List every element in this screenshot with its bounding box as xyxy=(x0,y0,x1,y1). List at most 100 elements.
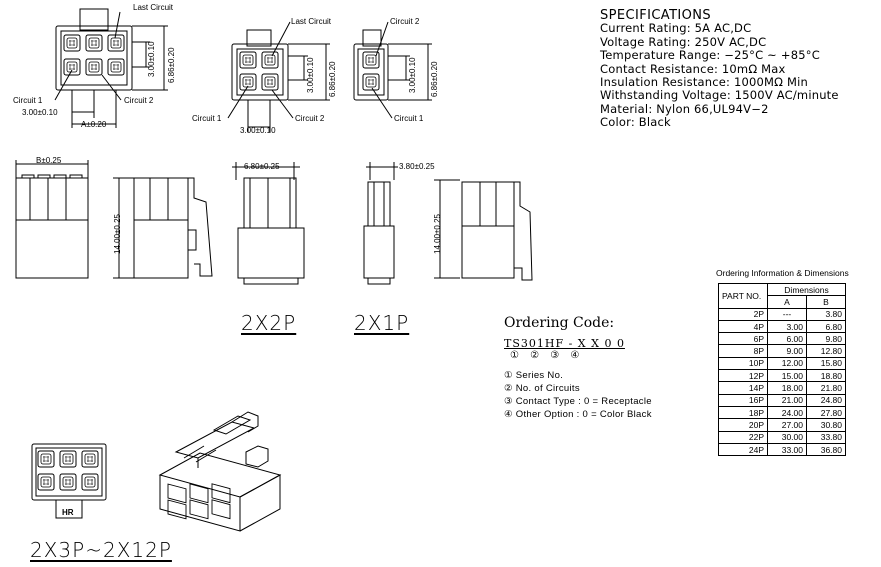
ordering-code-block: Ordering Code: TS301HF - X X 0 0 ① ② ③ ④… xyxy=(504,315,652,421)
cell-a: --- xyxy=(767,307,807,321)
ordering-note: ① Series No. xyxy=(504,370,564,381)
spec-line: Insulation Resistance: 1000MΩ Min xyxy=(600,75,809,90)
col-header-b: B xyxy=(806,295,846,309)
side-view-2x1-front xyxy=(363,162,398,285)
cell-a: 21.00 xyxy=(767,393,807,407)
spec-line: Withstanding Voltage: 1500V AC/minute xyxy=(600,88,839,103)
spec-line: Contact Resistance: 10mΩ Max xyxy=(600,61,786,76)
cell-a: 30.00 xyxy=(767,430,807,444)
cell-b: 3.80 xyxy=(806,307,846,321)
cell-b: 21.80 xyxy=(806,381,846,395)
side-view-2x3-front xyxy=(15,160,89,279)
cell-b: 36.80 xyxy=(806,442,846,457)
cell-a: 15.00 xyxy=(767,369,807,383)
spec-line: Temperature Range: −25°C ~ +85°C xyxy=(600,48,820,63)
cell-a: 3.00 xyxy=(767,319,807,334)
cell-part: 20P xyxy=(718,418,768,432)
front-view-2x3 xyxy=(54,8,168,128)
label-width-2x1: 3.80±0.25 xyxy=(399,162,435,171)
table-row: 2P---3.80 xyxy=(718,307,846,321)
isometric-view xyxy=(158,411,282,532)
cell-b: 33.80 xyxy=(806,430,846,444)
hr-mark: HR xyxy=(62,508,74,517)
front-view-2x2 xyxy=(227,21,330,132)
cell-a: 27.00 xyxy=(767,418,807,432)
cell-a: 24.00 xyxy=(767,405,807,420)
cell-part: 24P xyxy=(718,442,768,457)
cell-b: 30.80 xyxy=(806,418,846,432)
model-label-2x3: 2X3P~2X12P xyxy=(30,538,172,562)
cell-b: 24.80 xyxy=(806,393,846,407)
label-a-dim: A±0.20 xyxy=(81,120,107,129)
specifications-block: SPECIFICATIONS Current Rating: 5A AC,DC … xyxy=(600,9,839,130)
bottom-front-view xyxy=(31,443,107,519)
label-circuit-2-2x2: Circuit 2 xyxy=(295,114,325,123)
cell-b: 12.80 xyxy=(806,344,846,358)
cell-part: 18P xyxy=(718,405,768,420)
label-h300-2x1: 3.00±0.10 xyxy=(408,57,417,93)
label-last-circuit-2x3: Last Circuit xyxy=(133,3,174,12)
spec-line: Current Rating: 5A AC,DC xyxy=(600,21,752,36)
label-circuit-2-2x1: Circuit 2 xyxy=(390,17,420,26)
cell-b: 15.80 xyxy=(806,356,846,371)
label-circuit-2-2x3: Circuit 2 xyxy=(124,96,154,105)
cell-part: 10P xyxy=(718,356,768,371)
col-header-dimensions: Dimensions xyxy=(767,282,846,297)
ordering-note: ② No. of Circuits xyxy=(504,383,580,394)
cell-b: 18.80 xyxy=(806,369,846,383)
model-label-2x2: 2X2P xyxy=(241,311,297,335)
label-h300-2x2: 3.00±0.10 xyxy=(306,57,315,93)
cell-part: 14P xyxy=(718,381,768,395)
label-h686-2x3: 6.86±0.20 xyxy=(167,47,176,83)
label-h686-2x1: 6.86±0.20 xyxy=(430,61,439,97)
model-label-2x1: 2X1P xyxy=(354,311,410,335)
label-width-2x2: 6.80±0.25 xyxy=(244,162,280,171)
cell-part: 22P xyxy=(718,430,768,444)
col-header-part: PART NO. xyxy=(718,283,768,309)
label-last-circuit-2x2: Last Circuit xyxy=(291,17,332,26)
label-height-2x3: 14.00±0.25 xyxy=(113,214,122,254)
cell-a: 12.00 xyxy=(767,356,807,371)
cell-b: 27.80 xyxy=(806,405,846,420)
label-circuit-1-2x3: Circuit 1 xyxy=(13,96,43,105)
side-view-2x1-profile xyxy=(434,179,533,281)
cell-part: 4P xyxy=(718,319,768,334)
ordering-code-heading: Ordering Code: xyxy=(504,315,615,331)
cell-part: 16P xyxy=(718,393,768,407)
col-header-a: A xyxy=(767,295,807,309)
ordering-code-numbers: ① ② ③ ④ xyxy=(510,350,584,361)
side-view-2x3-profile xyxy=(113,177,213,279)
label-pitch-2x3: 3.00±0.10 xyxy=(22,108,58,117)
label-h300-2x3: 3.00±0.10 xyxy=(147,41,156,77)
label-pitch-2x2: 3.00±0.10 xyxy=(240,126,276,135)
cell-a: 6.00 xyxy=(767,332,807,346)
spec-line: Voltage Rating: 250V AC,DC xyxy=(600,34,767,49)
ordering-note: ③ Contact Type : 0 = Receptacle xyxy=(504,396,652,407)
cell-b: 9.80 xyxy=(806,332,846,346)
label-b-dim: B±0.25 xyxy=(36,156,62,165)
spec-line: Material: Nylon 66,UL94V−2 xyxy=(600,101,769,116)
cell-part: 6P xyxy=(718,332,768,346)
cell-part: 2P xyxy=(718,307,768,321)
ordering-code-value: TS301HF - X X 0 0 xyxy=(504,337,625,350)
cell-a: 18.00 xyxy=(767,381,807,395)
ordering-note: ④ Other Option : 0 = Color Black xyxy=(504,409,652,420)
cell-a: 33.00 xyxy=(767,442,807,457)
label-circuit-1-2x2: Circuit 1 xyxy=(192,114,222,123)
label-height-2x1: 14.00±0.25 xyxy=(433,214,442,254)
side-view-2x2-front xyxy=(232,162,305,285)
specifications-title: SPECIFICATIONS xyxy=(600,8,712,23)
cell-b: 6.80 xyxy=(806,319,846,334)
spec-line: Color: Black xyxy=(600,115,671,130)
